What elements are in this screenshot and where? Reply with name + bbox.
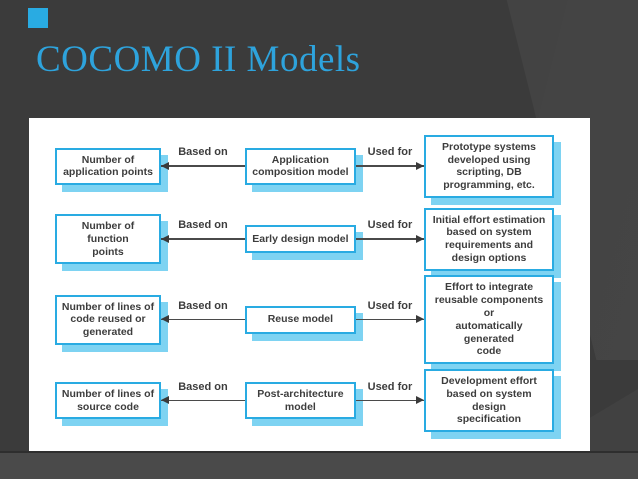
diagram-row-early-design: Number of function points Based on Early… — [55, 203, 554, 276]
arrow-line — [355, 165, 424, 167]
arrow-line — [355, 318, 424, 321]
used-for-arrow: Used for — [355, 203, 424, 276]
slide-title: COCOMO II Models — [36, 39, 361, 80]
arrow-label: Based on — [178, 146, 228, 159]
output-box: Effort to integrate reusable components … — [424, 275, 554, 365]
arrow-label: Used for — [367, 219, 413, 232]
model-box: Early design model — [244, 225, 356, 254]
accent-square — [28, 8, 48, 28]
arrowhead-left-icon — [161, 396, 169, 405]
arrow-line — [161, 318, 245, 321]
diagram-row-application-composition: Number of application points Based on Ap… — [55, 130, 554, 203]
model-box: Reuse model — [244, 305, 356, 334]
model-box: Post-architecture model — [244, 381, 356, 420]
based-on-arrow: Based on — [161, 130, 245, 203]
arrow-label: Based on — [178, 219, 228, 232]
diagram-row-post-architecture: Number of lines of source code Based on … — [55, 364, 554, 437]
arrowhead-left-icon — [161, 234, 169, 243]
input-box: Number of lines of source code — [55, 381, 161, 420]
arrow-label: Used for — [367, 146, 413, 159]
output-box: Initial effort estimation based on syste… — [424, 207, 554, 271]
diagram-row-reuse: Number of lines of code reused or genera… — [55, 275, 554, 365]
used-for-arrow: Used for — [355, 364, 424, 437]
model-box: Application composition model — [244, 147, 356, 186]
arrow-line — [161, 399, 245, 402]
arrow-line — [161, 238, 245, 240]
arrowhead-right-icon — [416, 315, 424, 324]
arrow-label: Based on — [178, 299, 228, 312]
arrowhead-right-icon — [416, 396, 424, 405]
input-box: Number of function points — [55, 213, 161, 265]
arrowhead-left-icon — [161, 315, 169, 324]
arrow-line — [355, 238, 424, 240]
input-box: Number of application points — [55, 147, 161, 186]
diagram-panel: Number of application points Based on Ap… — [29, 118, 590, 451]
arrow-line — [161, 165, 245, 167]
used-for-arrow: Used for — [355, 275, 424, 364]
arrowhead-right-icon — [416, 161, 424, 170]
arrow-label: Used for — [367, 380, 413, 393]
arrow-label: Based on — [178, 380, 228, 393]
input-box: Number of lines of code reused or genera… — [55, 294, 161, 346]
used-for-arrow: Used for — [355, 130, 424, 203]
based-on-arrow: Based on — [161, 364, 245, 437]
arrowhead-left-icon — [161, 161, 169, 170]
background-bottom-band — [0, 451, 638, 479]
arrow-line — [355, 399, 424, 402]
based-on-arrow: Based on — [161, 275, 245, 364]
based-on-arrow: Based on — [161, 203, 245, 276]
output-box: Development effort based on system desig… — [424, 369, 554, 433]
arrowhead-right-icon — [416, 234, 424, 243]
output-box: Prototype systems developed using script… — [424, 134, 554, 198]
arrow-label: Used for — [367, 299, 413, 312]
